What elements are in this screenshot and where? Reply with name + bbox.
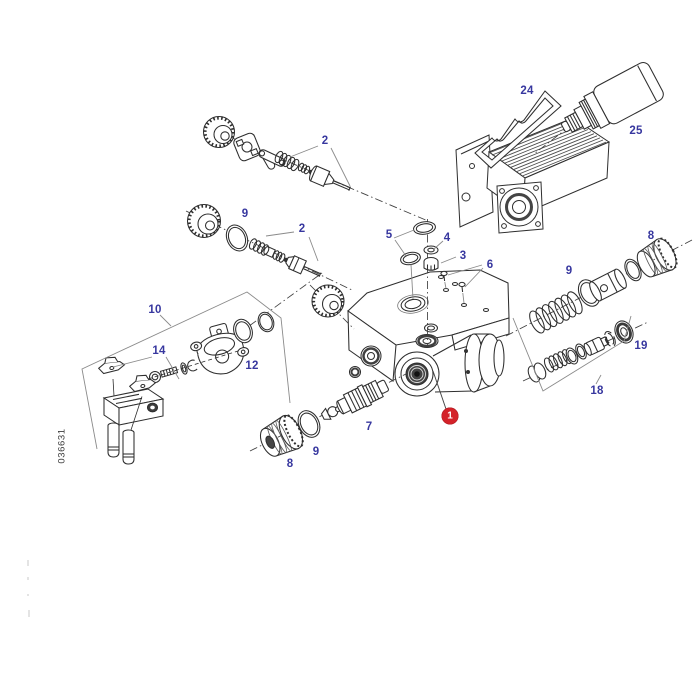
pin-1: [107, 422, 120, 458]
control-module: [455, 117, 611, 234]
o-ring-mid: [225, 224, 249, 252]
callout-check-valve-group: 18: [590, 385, 604, 397]
highlighted-part-badge[interactable]: 1: [441, 407, 459, 425]
o-ring-housing-2: [257, 311, 275, 333]
callout-lever-housing: 12: [245, 360, 259, 372]
retainer-plate: [233, 132, 261, 162]
mounting-flange: [496, 181, 544, 234]
check-valve-assembly-right: [527, 320, 634, 383]
callout-knob-assembly: 2: [321, 135, 329, 147]
plug-right: [636, 237, 678, 278]
plug-bottom: [259, 414, 304, 457]
relief-valve-assembly-right: [529, 237, 678, 334]
pilot-fitting-top: [309, 165, 351, 191]
o-ring-bottom: [297, 410, 321, 438]
spring-top: [274, 150, 314, 175]
callout-gasket: 24: [520, 85, 534, 97]
gasket: [474, 90, 562, 169]
valve-assembly-mid: [186, 203, 345, 318]
snap-ring: [604, 330, 616, 348]
spring-mid: [248, 238, 270, 256]
callout-oring-right: 9: [565, 265, 573, 277]
seal-cap: [614, 320, 634, 344]
o-ring-housing-1: [233, 318, 253, 344]
knob-assembly-top: [202, 115, 351, 191]
sleeve-piston: [589, 268, 627, 302]
callout-screws: 6: [486, 259, 494, 271]
callout-brackets: [81, 145, 632, 450]
callout-washer: 4: [443, 232, 451, 244]
spring-right: [529, 291, 583, 334]
callout-nut: 3: [459, 250, 467, 262]
callout-seal-cap: 19: [634, 340, 648, 352]
poppet-check: [583, 336, 610, 356]
pin-2: [122, 429, 135, 465]
highlight-leader-line: [432, 370, 447, 410]
pilot-fitting-mid: [285, 255, 322, 277]
clip-1: [97, 356, 126, 375]
drawing-code: 036631: [56, 428, 68, 464]
callout-oring-mid: 9: [241, 208, 249, 220]
cartridge-valve: [336, 379, 389, 415]
callout-clips: 14: [152, 345, 166, 357]
bracket-assembly-left: [97, 311, 275, 465]
screws: [440, 270, 466, 293]
spool-block: [102, 388, 165, 426]
callout-cartridge: 7: [365, 421, 373, 433]
valve-body-boss: [394, 333, 505, 397]
valve-body: [347, 269, 510, 382]
callout-solenoid: 25: [629, 125, 643, 137]
bolt: [148, 359, 198, 384]
callout-orings-stack: 5: [385, 229, 393, 241]
fold-marks: [27, 560, 30, 617]
solenoid-valve: [561, 61, 664, 133]
callout-plug-bottom: 8: [286, 458, 294, 470]
callout-oring-bottom: 9: [312, 446, 320, 458]
nut: [423, 256, 439, 271]
callout-plug-right: 8: [647, 230, 655, 242]
pilot-valve-assembly-bottom: [259, 379, 389, 457]
callout-valve-assembly-mid: 2: [298, 223, 306, 235]
callout-lever-group: 10: [148, 304, 162, 316]
